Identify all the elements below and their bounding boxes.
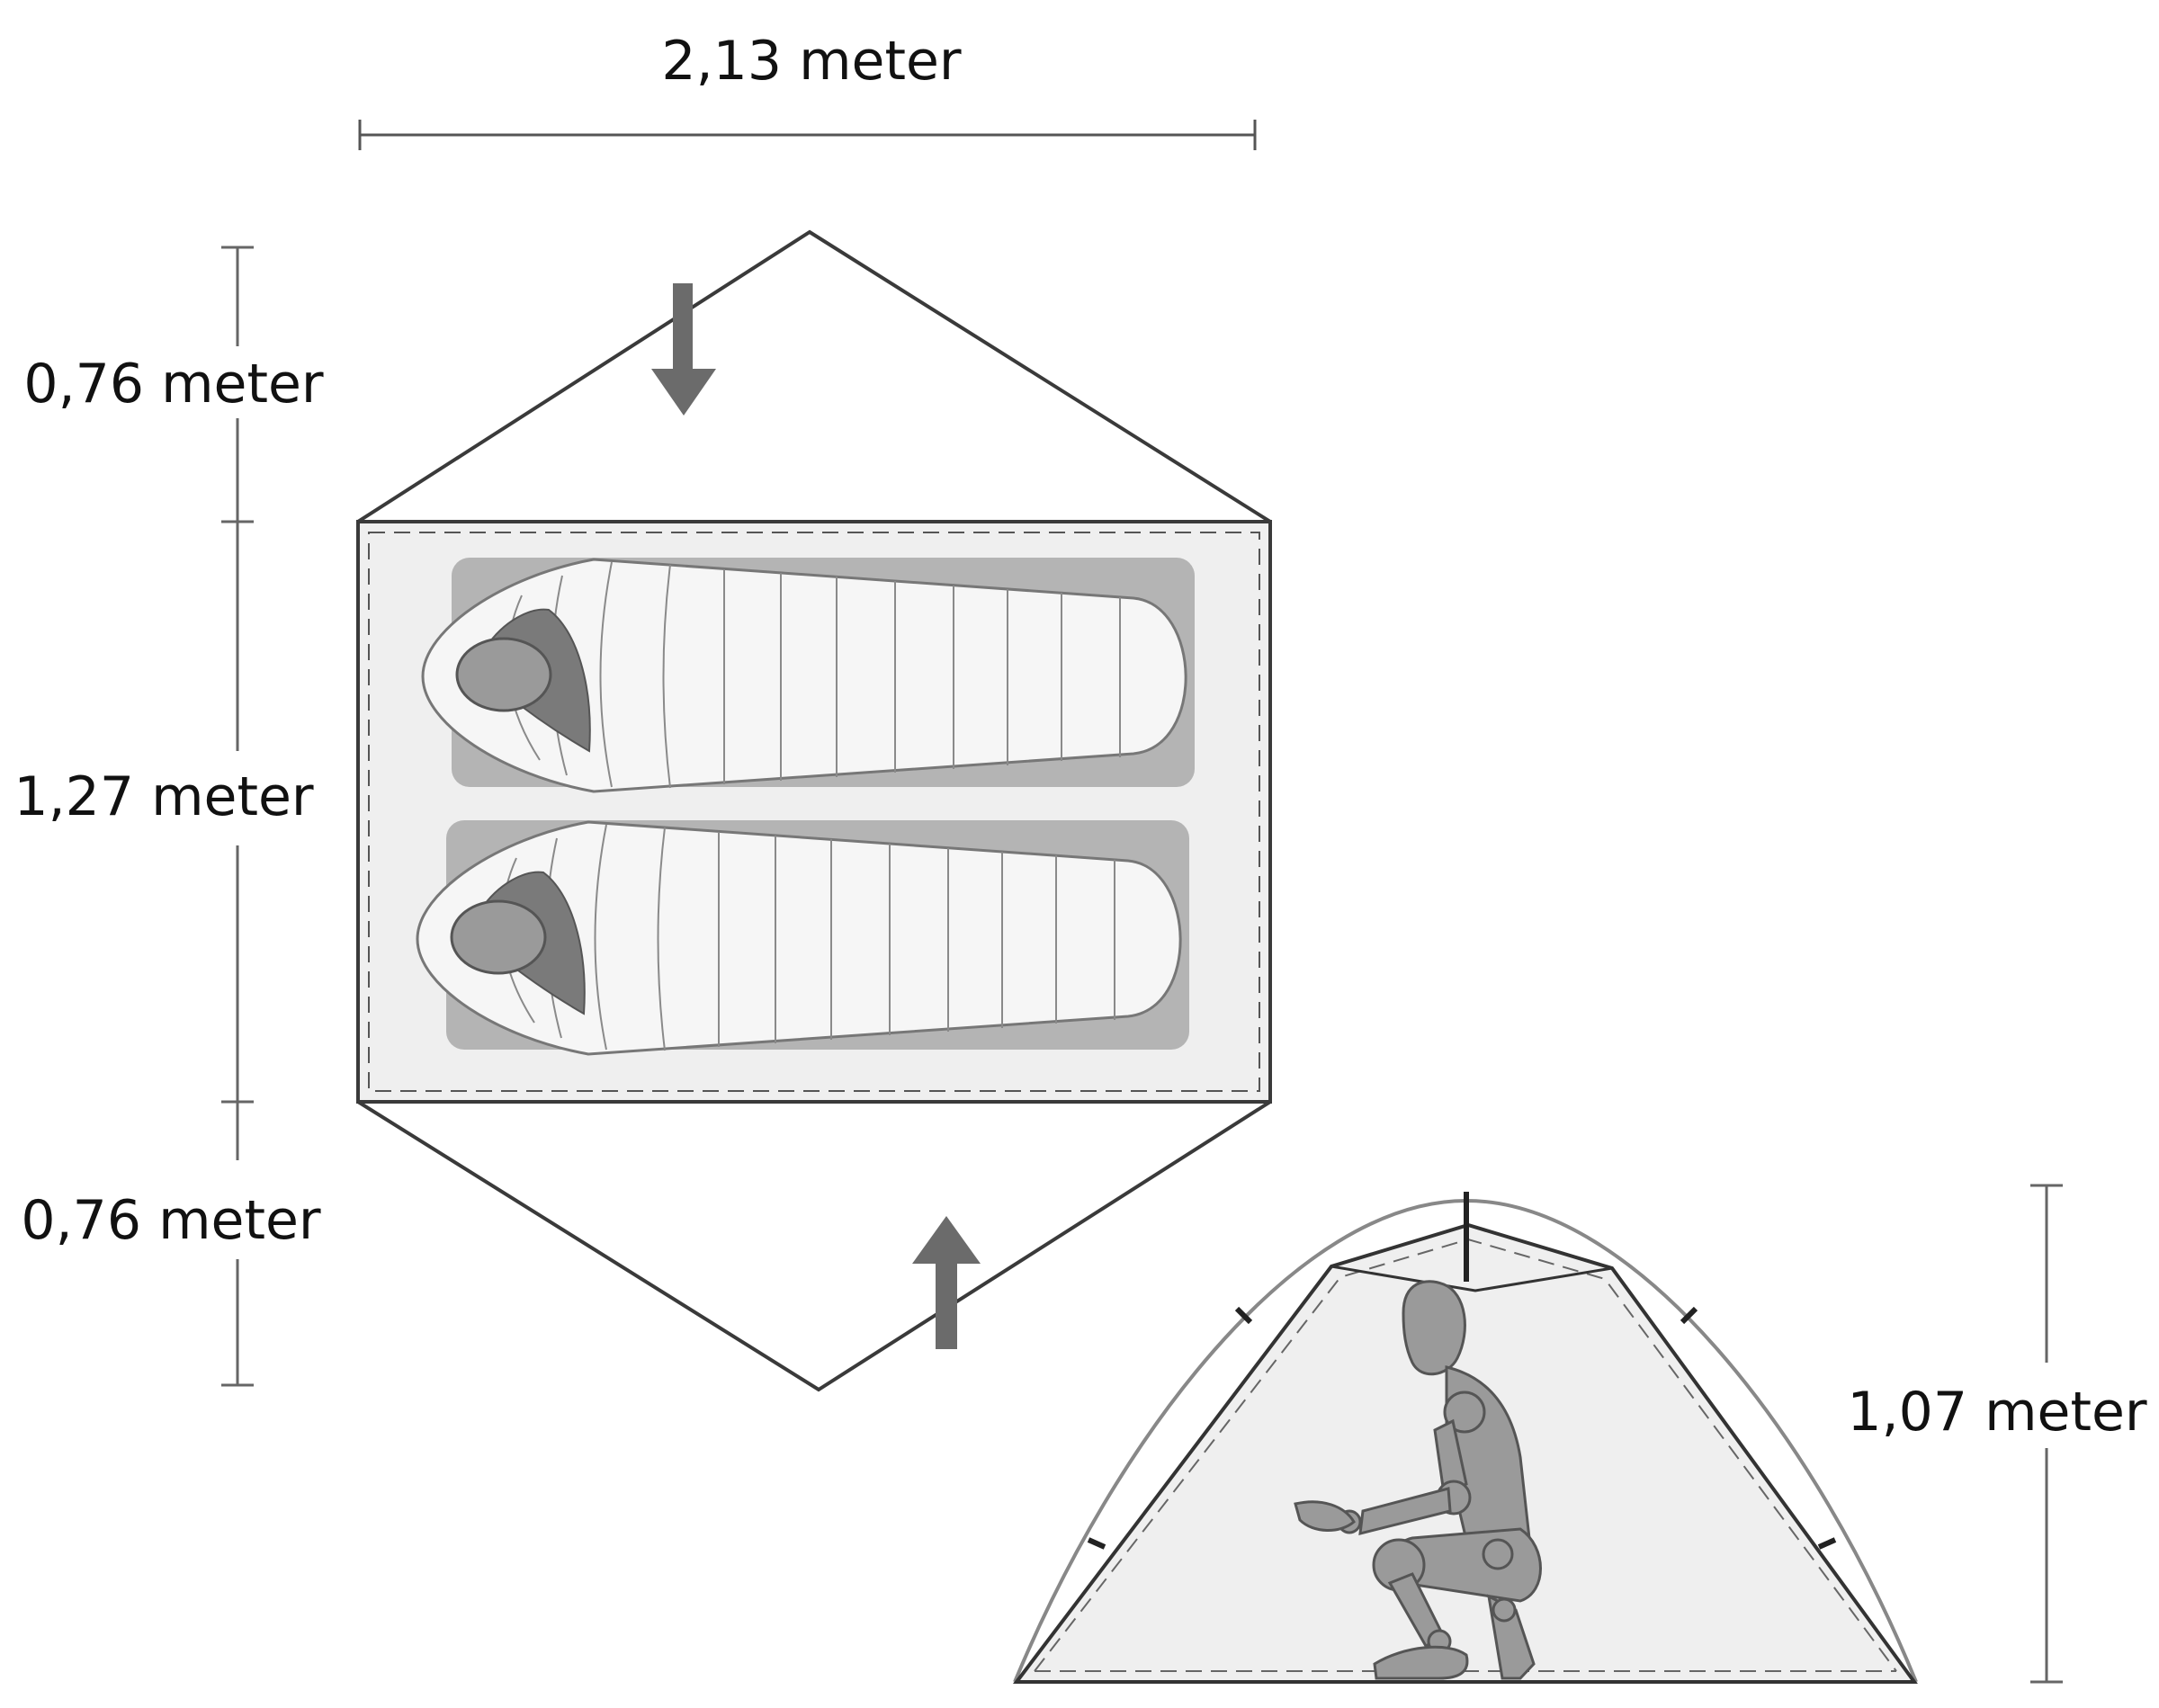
vestibule-top-label: 0,76 meter — [23, 353, 323, 416]
sleeping-bag — [421, 558, 1187, 793]
height-label: 1,07 meter — [1847, 1381, 2146, 1444]
tent-side-view — [1012, 1192, 1918, 1684]
floor-seam — [368, 532, 1260, 1092]
tent-floor-plan — [356, 229, 1272, 1392]
length-dimension: 2,13 meter — [358, 30, 1257, 150]
vestibule-bottom-label: 0,76 meter — [21, 1189, 320, 1252]
width-label: 1,27 meter — [13, 765, 313, 828]
sleeper-head — [455, 637, 552, 712]
arrow-down-icon — [651, 283, 716, 416]
sleeper-head — [450, 899, 547, 975]
left-dimension-ruler — [221, 246, 254, 1387]
sleeping-bag — [416, 820, 1182, 1056]
person-figure-icon — [1294, 1280, 1542, 1680]
length-label: 2,13 meter — [661, 30, 961, 93]
arrow-up-icon — [912, 1216, 981, 1349]
height-dimension — [2030, 1184, 2063, 1684]
